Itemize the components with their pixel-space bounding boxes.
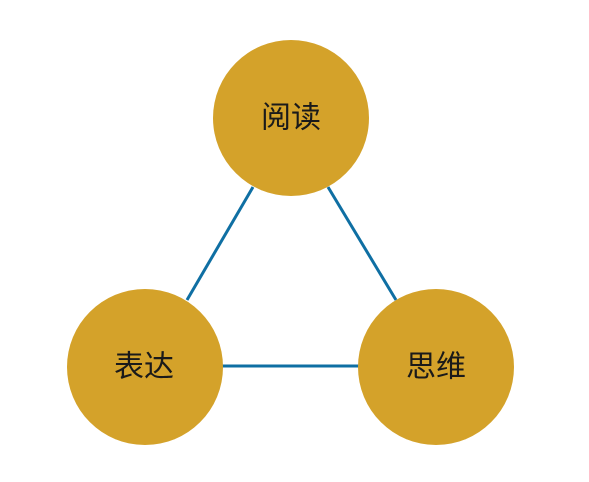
- node-top-label: 阅读: [261, 101, 321, 136]
- node-left-label: 表达: [114, 350, 174, 385]
- node-right-label: 思维: [406, 350, 466, 385]
- node-left-circle: [67, 289, 223, 445]
- edge-top-left: [185, 186, 255, 301]
- node-right-circle: [358, 289, 514, 445]
- node-left: 表达: [67, 289, 223, 445]
- node-top: 阅读: [213, 40, 369, 196]
- edges: [185, 186, 398, 368]
- node-top-circle: [213, 40, 369, 196]
- edge-top-right: [326, 186, 398, 301]
- node-right: 思维: [358, 289, 514, 445]
